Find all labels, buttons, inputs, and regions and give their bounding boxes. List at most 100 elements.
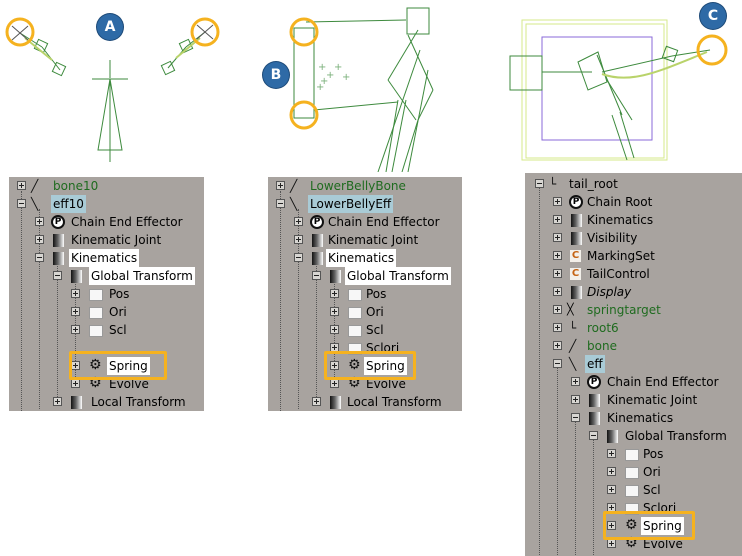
tree-node-kinematics[interactable]: Kinematics (268, 249, 462, 267)
collapse-toggle[interactable] (553, 359, 562, 368)
expand-toggle[interactable] (553, 323, 562, 332)
expand-toggle[interactable] (607, 485, 616, 494)
tree-node-chain-root[interactable]: P Chain Root (525, 193, 742, 211)
expand-toggle[interactable] (571, 377, 580, 386)
tree-node-springtarget[interactable]: ╳ springtarget (525, 301, 742, 319)
tree-node-markingset[interactable]: C MarkingSet (525, 247, 742, 265)
expand-toggle[interactable] (71, 325, 80, 334)
tree-node-label: Chain End Effector (607, 375, 719, 389)
tree-node-pos[interactable]: Pos (268, 285, 462, 303)
expand-toggle[interactable] (71, 379, 80, 388)
tree-node-chain-end-effector[interactable]: P Chain End Effector (268, 213, 462, 231)
tree-node-ori[interactable]: Ori (525, 463, 742, 481)
tree-node-label: Kinematic Joint (607, 393, 698, 407)
expand-toggle[interactable] (17, 181, 26, 190)
tree-node-global-transform[interactable]: Global Transform (9, 267, 204, 285)
tree-node-pos[interactable]: Pos (9, 285, 204, 303)
tree-node-ori[interactable]: Ori (268, 303, 462, 321)
expand-toggle[interactable] (607, 467, 616, 476)
expand-toggle[interactable] (330, 361, 339, 370)
expand-toggle[interactable] (312, 397, 321, 406)
tree-node-spring[interactable]: ⚙ Spring (268, 357, 462, 375)
collapse-toggle[interactable] (35, 253, 44, 262)
expand-toggle[interactable] (607, 539, 616, 548)
expand-toggle[interactable] (330, 379, 339, 388)
viewport-b[interactable]: +++ +++ B (258, 0, 458, 172)
tree-node-eff10[interactable]: ╲ eff10 (9, 195, 204, 213)
expand-toggle[interactable] (553, 341, 562, 350)
collapse-toggle[interactable] (276, 199, 285, 208)
expand-toggle[interactable] (571, 395, 580, 404)
tree-node-kinematics[interactable]: Kinematics (9, 249, 204, 267)
viewport-c[interactable]: C (502, 0, 742, 168)
expand-toggle[interactable] (553, 251, 562, 260)
expand-toggle[interactable] (294, 217, 303, 226)
tree-node-display[interactable]: Display (525, 283, 742, 301)
collapse-toggle[interactable] (53, 271, 62, 280)
expand-toggle[interactable] (53, 397, 62, 406)
collapse-toggle[interactable] (571, 413, 580, 422)
tree-node-tail-root[interactable]: └ tail_root (525, 175, 742, 193)
collapse-toggle[interactable] (17, 199, 26, 208)
tree-node-chain-end-effector[interactable]: P Chain End Effector (9, 213, 204, 231)
tree-node-global-transform[interactable]: Global Transform (525, 427, 742, 445)
expand-toggle[interactable] (553, 197, 562, 206)
expand-toggle[interactable] (276, 181, 285, 190)
tree-node-eff[interactable]: ╲ eff (525, 355, 742, 373)
tree-node-tailcontrol[interactable]: C TailControl (525, 265, 742, 283)
tree-node-scl[interactable]: Scl (9, 321, 204, 339)
tree-node-ori[interactable]: Ori (9, 303, 204, 321)
expand-toggle[interactable] (553, 269, 562, 278)
tree-node-scl[interactable]: Scl (525, 481, 742, 499)
tree-node-visibility[interactable]: Visibility (525, 229, 742, 247)
tree-node-label: Scl (366, 323, 384, 337)
tree-node-spring[interactable]: ⚙ Spring (9, 357, 204, 375)
collapse-toggle[interactable] (535, 179, 544, 188)
expand-toggle[interactable] (553, 215, 562, 224)
tree-node-kinematics-root[interactable]: Kinematics (525, 211, 742, 229)
expand-toggle[interactable] (35, 217, 44, 226)
expand-toggle[interactable] (553, 287, 562, 296)
viewport-a[interactable]: A (0, 0, 230, 172)
tree-node-spring[interactable]: ⚙ Spring (525, 517, 742, 535)
tree-node-pos[interactable]: Pos (525, 445, 742, 463)
tree-node-scl[interactable]: Scl (268, 321, 462, 339)
tree-node-chain-end-effector[interactable]: P Chain End Effector (525, 373, 742, 391)
expand-toggle[interactable] (607, 449, 616, 458)
tree-node-bone[interactable]: ╱ bone (525, 337, 742, 355)
tree-node-local-transform[interactable]: Local Transform (268, 393, 462, 411)
tree-node-kinematics[interactable]: Kinematics (525, 409, 742, 427)
expand-toggle[interactable] (330, 307, 339, 316)
tree-node-bone10[interactable]: ╱ bone10 (9, 177, 204, 195)
tree-node-kinematic-joint[interactable]: Kinematic Joint (9, 231, 204, 249)
expand-toggle[interactable] (71, 289, 80, 298)
tree-node-lowerbellyeff[interactable]: ╲ LowerBellyEff (268, 195, 462, 213)
tree-node-label: tail_root (569, 177, 618, 191)
expand-toggle[interactable] (553, 305, 562, 314)
expand-toggle[interactable] (553, 233, 562, 242)
tree-node-kinematic-joint[interactable]: Kinematic Joint (268, 231, 462, 249)
gradient-icon (330, 270, 341, 283)
tree-node-local-transform[interactable]: Local Transform (9, 393, 204, 411)
null-icon: ╳ (567, 303, 574, 316)
collapse-toggle[interactable] (589, 431, 598, 440)
explorer-tree-a[interactable]: ╱ bone10 ╲ eff10 P Chain End Effector Ki… (9, 177, 204, 411)
tree-guide-line (39, 209, 40, 409)
explorer-tree-b[interactable]: ╱ LowerBellyBone ╲ LowerBellyEff P Chain… (268, 177, 462, 411)
tree-node-global-transform[interactable]: Global Transform (268, 267, 462, 285)
tree-node-root6[interactable]: └ root6 (525, 319, 742, 337)
tree-node-kinematic-joint[interactable]: Kinematic Joint (525, 391, 742, 409)
folder-icon (348, 307, 362, 319)
tree-node-lowerbellybone[interactable]: ╱ LowerBellyBone (268, 177, 462, 195)
collapse-toggle[interactable] (312, 271, 321, 280)
expand-toggle[interactable] (330, 325, 339, 334)
collapse-toggle[interactable] (294, 253, 303, 262)
explorer-tree-c[interactable]: └ tail_root P Chain Root Kinematics Visi… (525, 173, 742, 556)
expand-toggle[interactable] (294, 235, 303, 244)
expand-toggle[interactable] (35, 235, 44, 244)
expand-toggle[interactable] (71, 307, 80, 316)
tree-node-label: LowerBellyEff (308, 195, 394, 213)
expand-toggle[interactable] (330, 289, 339, 298)
tree-node-label: Ori (366, 305, 384, 319)
expand-toggle[interactable] (607, 521, 616, 530)
